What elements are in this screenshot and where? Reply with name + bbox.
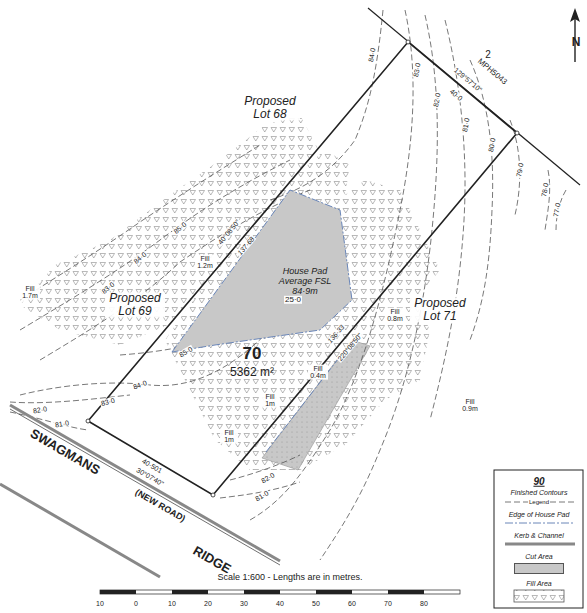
contour-level: 81·0 [253, 489, 271, 503]
road-name: RIDGE [190, 543, 234, 576]
contour-level: 79·0 [515, 161, 525, 178]
fill-depth: Fill 0.4m [308, 365, 328, 380]
scale-tick: 80 [419, 600, 429, 607]
house-pad: House Pad Average FSL 84·9m [170, 190, 352, 355]
scale-tick: 50 [311, 600, 321, 607]
plan-number: MPH5043 [475, 57, 509, 88]
north-label: N [571, 36, 582, 49]
scale-tick: 20 [203, 600, 213, 607]
contour-level: 81·0 [53, 419, 70, 429]
scale-tick: 10 [167, 600, 177, 607]
fill-depth: Fill 1.7m [20, 285, 40, 300]
scale-tick: 0 [133, 600, 139, 607]
legend-text: Kerb & Channel [513, 532, 564, 539]
lot-number: 2 [484, 50, 492, 61]
contour-level: 82·0 [432, 91, 442, 108]
lot-area: 5362 m² [230, 366, 274, 379]
legend-text: Finished Contours [510, 489, 569, 496]
lot-number: 70 [243, 345, 262, 364]
scale-note: Scale 1:600 - Lengths are in metres. [216, 573, 363, 582]
legend-text: Fill Area [525, 580, 552, 587]
contour-level: 81·0 [461, 116, 471, 133]
scale-tick: 10 [95, 600, 105, 607]
legend-text: Cut Area [524, 553, 553, 560]
lot-label: Proposed Lot 69 [105, 292, 165, 317]
legend-swatch [514, 563, 564, 574]
fill-depth: Fill 0.9m [460, 398, 480, 413]
lot-label: Proposed Lot 71 [410, 297, 470, 322]
lot-label: Proposed Lot 68 [240, 95, 300, 120]
legend-text: Edge of House Pad [508, 511, 571, 518]
distance: 40·0 [448, 87, 465, 103]
scale-tick: 30 [239, 600, 249, 607]
contour-level: 84·0 [131, 379, 149, 391]
label: 25·0 [284, 296, 302, 304]
contour-level: 77·0 [552, 201, 562, 218]
contour-level: 83·0 [412, 61, 422, 78]
fill-depth: Fill 1m [261, 393, 279, 408]
scale-tick: 40 [275, 600, 285, 607]
contour-level: 82·0 [31, 405, 48, 415]
contour-level: 80·0 [487, 136, 497, 153]
scale-tick: 60 [347, 600, 357, 607]
contour-level: 84·0 [367, 46, 377, 63]
contour-level: 78·0 [540, 181, 550, 198]
legend-title: 90 [532, 477, 545, 488]
fill-depth: Fill 0.8m [385, 308, 405, 323]
legend-sample-value: Legend [528, 499, 550, 505]
fill-depth: Fill 1m [220, 429, 238, 444]
lot-boundary: 70 5362 m² House Pad Average FSL 84·9m [88, 42, 517, 495]
fill-depth: Fill 1.2m [195, 255, 215, 270]
contour-level: 82·0 [259, 471, 277, 485]
house-pad-note: House Pad Average FSL 84·9m [275, 267, 335, 297]
scale-tick: 70 [383, 600, 393, 607]
